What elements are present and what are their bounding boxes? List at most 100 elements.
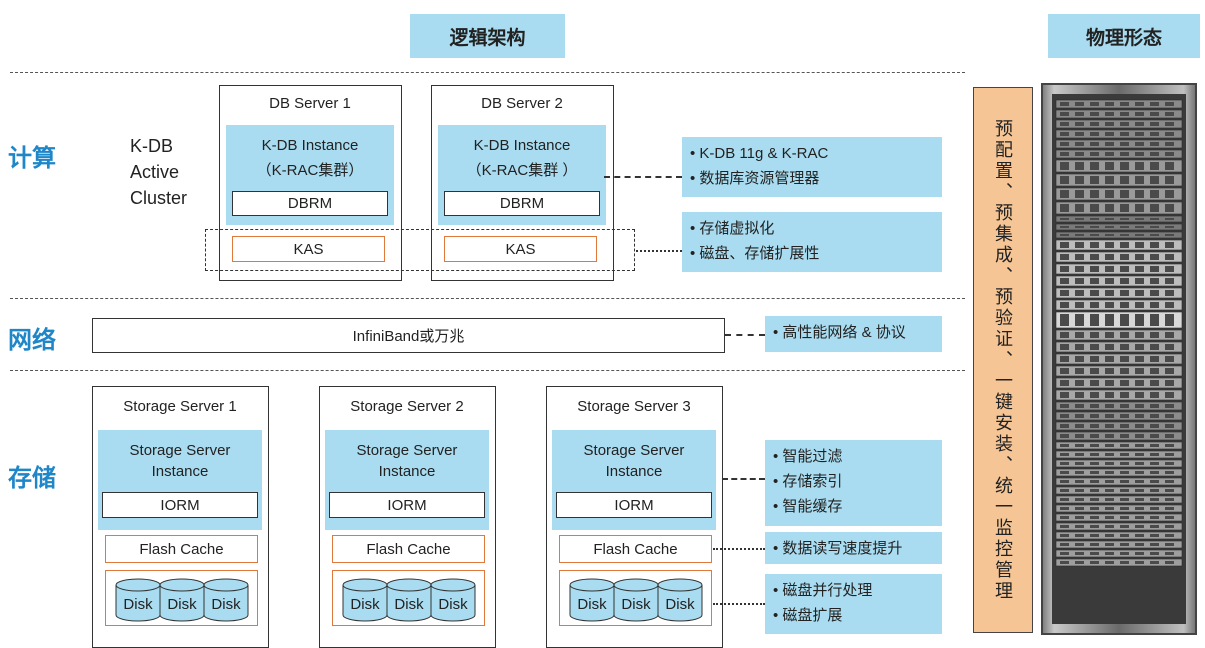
rack-vent (1135, 112, 1144, 116)
rack-vent (1060, 266, 1069, 272)
rack-vent (1090, 552, 1099, 555)
rack-vent (1090, 234, 1099, 236)
rack-vent (1060, 498, 1069, 501)
rack-unit (1055, 353, 1183, 365)
note-item: 智能过滤 (773, 444, 934, 469)
note-compute-kdb: K-DB 11g & K-RAC 数据库资源管理器 (682, 137, 942, 197)
rack-vent (1105, 302, 1114, 308)
instance-name-line2: Instance (605, 463, 663, 480)
rack-unit (1055, 287, 1183, 299)
rack-vent (1150, 434, 1159, 438)
rack-vent (1150, 218, 1159, 220)
rack-vent (1165, 404, 1174, 408)
rack-vent (1075, 226, 1084, 228)
rack-vent (1075, 314, 1084, 326)
rack-vent (1105, 266, 1114, 272)
rack-vent (1150, 453, 1159, 456)
rack-vent (1135, 471, 1144, 474)
rack-vent (1105, 176, 1114, 184)
rack-vent (1120, 516, 1129, 519)
rack-unit (1055, 263, 1183, 275)
kas-box: KAS (444, 236, 597, 262)
disk-group: Disk Disk Disk (559, 570, 712, 626)
disk-icon: Disk (569, 578, 615, 622)
connector-storage-cache (713, 548, 765, 550)
rack-vent (1165, 102, 1174, 106)
rack-vent (1120, 278, 1129, 284)
rack-unit (1055, 531, 1183, 540)
rack-unit (1055, 365, 1183, 377)
rack-vent (1120, 404, 1129, 408)
rack-vent (1120, 392, 1129, 398)
rack-vent (1135, 332, 1144, 338)
rack-vent (1120, 122, 1129, 126)
rack-vent (1075, 234, 1084, 236)
rack-vent (1165, 471, 1174, 474)
rack-vent (1060, 424, 1069, 428)
rack-vent (1135, 552, 1144, 555)
rack-vent (1105, 380, 1114, 386)
rack-vent (1060, 414, 1069, 418)
rack-vent (1060, 525, 1069, 528)
rack-vent (1060, 176, 1069, 184)
rack-vent (1090, 434, 1099, 438)
rack-vent (1120, 290, 1129, 296)
rack-vent (1165, 507, 1174, 510)
rack-vent (1090, 332, 1099, 338)
rack-vent (1105, 314, 1114, 326)
rack-unit (1055, 231, 1183, 239)
rack-vent (1120, 489, 1129, 492)
rack-vent (1120, 507, 1129, 510)
rack-vent (1120, 266, 1129, 272)
rack-vent (1165, 162, 1174, 170)
rack-vent (1075, 525, 1084, 528)
rack-vent (1105, 162, 1114, 170)
note-item: 存储索引 (773, 469, 934, 494)
rack-vent (1090, 480, 1099, 483)
rack-vent (1090, 489, 1099, 492)
rack-vent (1150, 234, 1159, 236)
rack-vent (1165, 132, 1174, 136)
rack-vent (1090, 356, 1099, 362)
note-storage-smart: 智能过滤 存储索引 智能缓存 (765, 440, 942, 526)
rack-vent (1090, 302, 1099, 308)
rack-vent (1135, 122, 1144, 126)
rack-vent (1150, 162, 1159, 170)
kdb-instance: K-DB Instance （K-RAC集群） DBRM (226, 125, 394, 225)
rack-vent (1075, 190, 1084, 198)
rack-vent (1120, 152, 1129, 156)
connector-storage-instance (722, 478, 765, 480)
rack-vent (1090, 471, 1099, 474)
note-storage-disk: 磁盘并行处理 磁盘扩展 (765, 574, 942, 634)
rack-vent (1165, 543, 1174, 546)
rack-unit (1055, 173, 1183, 187)
rack-vent (1165, 534, 1174, 537)
rack-vent (1135, 176, 1144, 184)
rack-vent (1165, 368, 1174, 374)
rack-vent (1105, 290, 1114, 296)
rack-unit (1055, 129, 1183, 139)
connector-compute-kas (636, 250, 682, 252)
rack-unit (1055, 201, 1183, 215)
rack-vent (1135, 102, 1144, 106)
disk-label: Disk (394, 596, 424, 613)
rack-vent (1105, 404, 1114, 408)
rack-vent (1105, 278, 1114, 284)
rack-vent (1150, 242, 1159, 248)
rack-vent (1135, 404, 1144, 408)
rack-vent (1060, 278, 1069, 284)
rack-vent (1060, 112, 1069, 116)
rack-vent (1150, 204, 1159, 212)
rack-vent (1165, 561, 1174, 564)
rack-vent (1165, 434, 1174, 438)
rack-vent (1120, 344, 1129, 350)
rack-vent (1075, 356, 1084, 362)
rack-vent (1165, 234, 1174, 236)
rack-vent (1135, 414, 1144, 418)
rack-vent (1150, 534, 1159, 537)
iorm-box: IORM (329, 492, 485, 518)
disk-label: Disk (621, 596, 651, 613)
storage-server-2: Storage Server 2 Storage Server Instance… (319, 386, 496, 648)
disk-cylinders: Disk Disk Disk (569, 578, 703, 622)
rack-vent (1090, 204, 1099, 212)
